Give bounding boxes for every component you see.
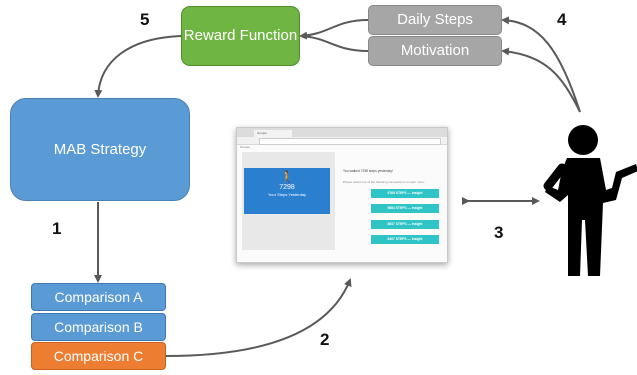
comparison-button-3[interactable]: 8637 STEPS — Insight [371, 220, 439, 229]
reward-function-box: Reward Function [181, 6, 300, 66]
browser-tab: Groups [254, 130, 292, 137]
arrow-person-to-motivation [501, 47, 581, 113]
arrow-steps-to-reward [299, 19, 369, 40]
daily-steps-box: Daily Steps [368, 5, 502, 35]
comparison-b-box: Comparison B [31, 313, 166, 341]
step-number-3: 3 [494, 223, 504, 242]
steps-card: 🚶 7298 Your Steps Yesterday [244, 168, 330, 214]
instruction-text: Please select one of the following compa… [343, 180, 425, 184]
arrow-comparison-to-app [165, 278, 352, 357]
steps-label: Your Steps Yesterday [267, 192, 307, 197]
walking-person-icon: 🚶 [279, 170, 295, 184]
comparison-button-4[interactable]: 6407 STEPS — Insight [371, 235, 439, 244]
steps-count: 7298 [279, 184, 295, 191]
browser-url-bar [237, 137, 447, 145]
comparison-a-box: Comparison A [31, 283, 166, 311]
step-number-2: 2 [320, 330, 330, 349]
comparison-button-1[interactable]: 9765 STEPS — Insight [371, 189, 439, 198]
arrow-motivation-to-reward [300, 35, 369, 52]
arrow-reward-to-mab [94, 35, 182, 98]
app-screenshot: Groups Groups 🚶 7298 Your Steps Yesterda… [236, 127, 448, 263]
url-field [259, 138, 441, 145]
step-number-5: 5 [140, 10, 150, 29]
browser-tab-bar: Groups [237, 128, 447, 137]
step-number-1: 1 [52, 219, 62, 238]
mab-strategy-box: MAB Strategy [10, 98, 190, 201]
comparison-button-2[interactable]: 9884 STEPS — Insight [371, 204, 439, 213]
step-number-4: 4 [557, 10, 567, 29]
motivation-box: Motivation [368, 36, 502, 66]
bookmark-bar: Groups [240, 145, 250, 149]
arrow-person-to-data [501, 16, 581, 113]
steps-message: You walked 7298 steps yesterday! [343, 169, 393, 173]
comparison-c-box: Comparison C [31, 342, 166, 370]
